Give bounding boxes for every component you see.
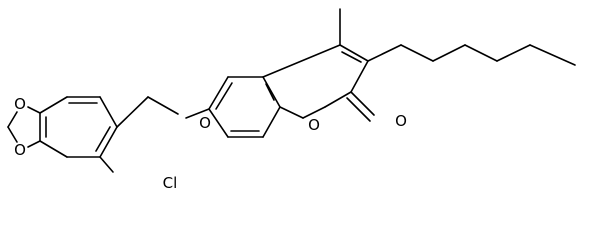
carbonyl-bond <box>346 91 375 122</box>
methylenedioxy-bridge <box>7 106 41 148</box>
ring-oxygen-bottom-label: O <box>14 141 26 159</box>
lactone-oxygen-label: O <box>308 116 320 134</box>
coumarin-pyranone-ring <box>262 44 369 119</box>
benzodioxole-ring <box>39 96 118 158</box>
ether-linker <box>116 96 210 128</box>
carbonyl-oxygen-label: O <box>395 112 407 130</box>
hexyl-chain <box>367 44 576 66</box>
chemical-structure-diagram: O O Cl O O O <box>7 8 576 192</box>
ring-oxygen-top-label: O <box>14 95 26 113</box>
coumarin-benzene-ring <box>208 76 281 138</box>
chlorine-bond <box>99 156 114 173</box>
chlorine-label: Cl <box>163 174 178 192</box>
ether-oxygen-label: O <box>199 114 211 132</box>
